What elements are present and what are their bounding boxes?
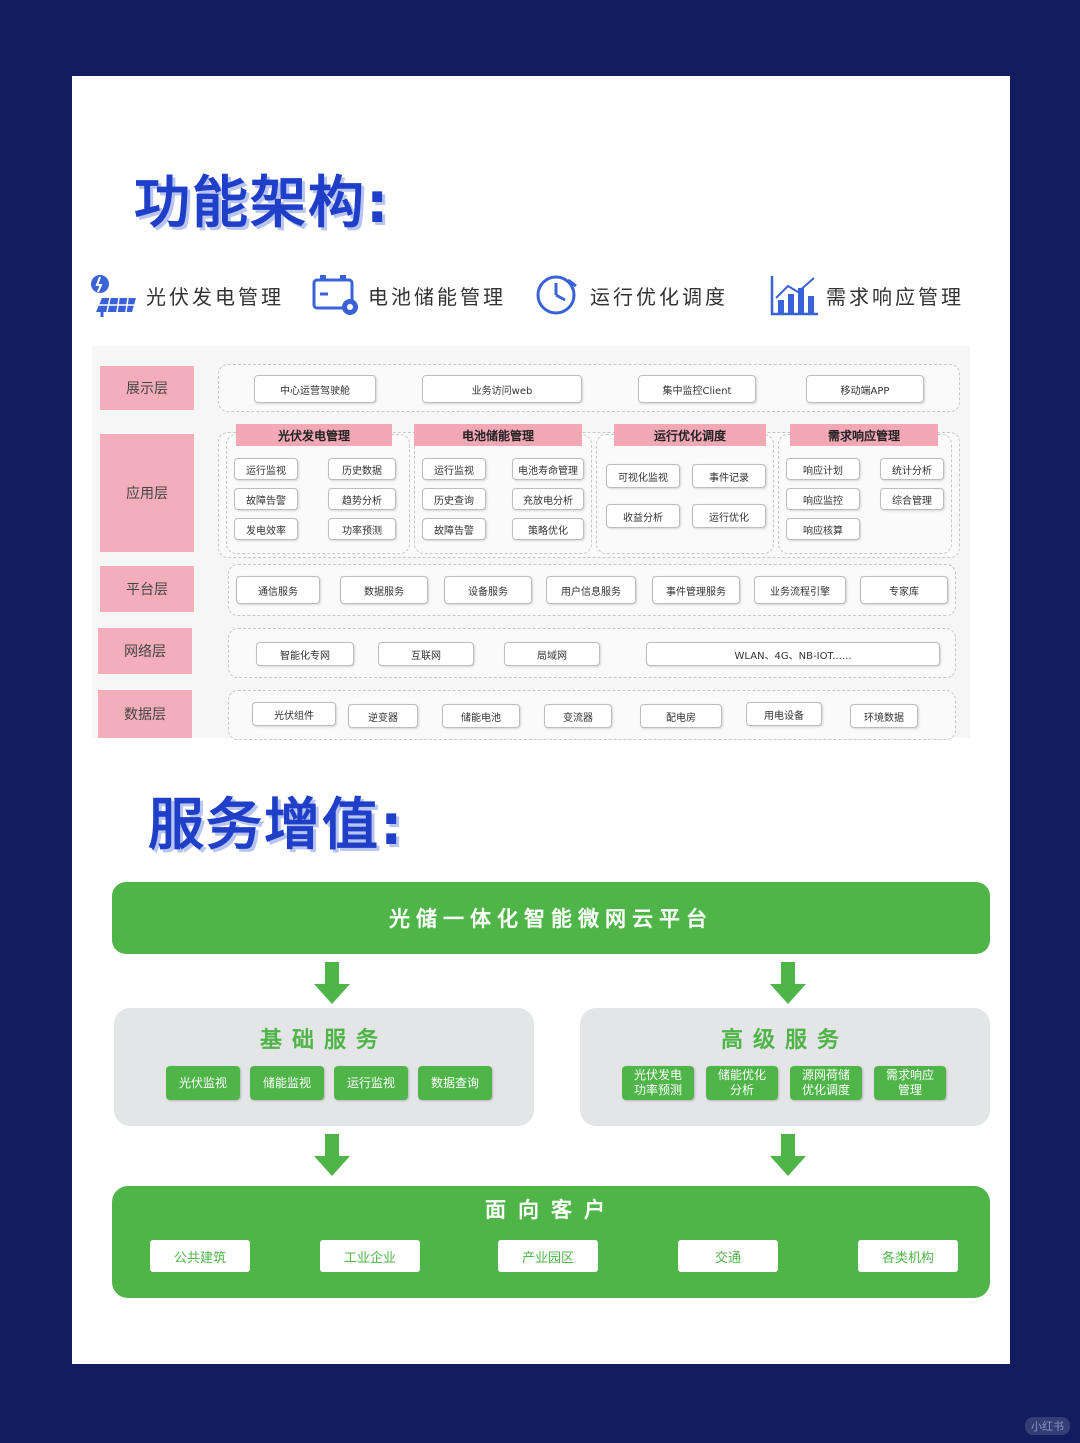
platform-item: 专家库 [860, 576, 948, 604]
app-item: 历史数据 [328, 458, 396, 480]
architecture-diagram: 展示层 应用层 平台层 网络层 数据层 中心运营驾驶舱 业务访问web 集中监控… [92, 346, 970, 740]
display-item: 中心运营驾驶舱 [254, 375, 376, 403]
feature-battery: 电池储能管理 [310, 270, 506, 320]
app-item: 收益分析 [606, 504, 680, 528]
display-item: 集中监控Client [638, 375, 756, 403]
app-item: 策略优化 [512, 518, 584, 540]
app-item: 运行监视 [234, 458, 298, 480]
function-architecture-title: 功能架构: [134, 171, 391, 236]
feature-label: 需求响应管理 [826, 284, 964, 309]
feature-label: 运行优化调度 [590, 284, 728, 309]
advanced-service-panel: 高级服务 光伏发电 功率预测 储能优化 分析 源网荷储 优化调度 需求响应 管理 [580, 1008, 990, 1126]
app-group-title: 电池储能管理 [414, 424, 582, 446]
arrow-down-icon [770, 1134, 806, 1176]
basic-service-title: 基础服务 [259, 1028, 388, 1053]
arrow-down-icon [314, 962, 350, 1004]
app-group-title: 需求响应管理 [790, 424, 938, 446]
layer-label-application: 应用层 [100, 434, 194, 552]
arrow-down-icon [314, 1134, 350, 1176]
customer-item: 交通 [678, 1240, 778, 1272]
platform-item: 通信服务 [236, 576, 320, 604]
network-item: 局域网 [504, 642, 600, 666]
data-item: 储能电池 [442, 704, 520, 728]
demand-chart-icon [770, 276, 818, 316]
advanced-service-item: 光伏发电 功率预测 [622, 1066, 694, 1100]
watermark: 小红书 [1025, 1417, 1070, 1435]
app-item: 故障告警 [234, 488, 298, 510]
app-item: 综合管理 [880, 488, 944, 510]
data-item: 用电设备 [746, 702, 822, 726]
platform-item: 事件管理服务 [652, 576, 740, 604]
service-value-title: 服务增值: [148, 793, 405, 858]
app-item: 运行监视 [422, 458, 486, 480]
customer-panel: 面向客户 公共建筑 工业企业 产业园区 交通 各类机构 [112, 1186, 990, 1298]
app-item: 功率预测 [328, 518, 396, 540]
feature-demand: 需求响应管理 [768, 270, 964, 320]
app-group-title: 运行优化调度 [614, 424, 766, 446]
network-item: 互联网 [378, 642, 474, 666]
app-item: 事件记录 [692, 464, 766, 488]
feature-solar: 光伏发电管理 [88, 270, 284, 320]
advanced-service-item: 储能优化 分析 [706, 1066, 778, 1100]
platform-item: 业务流程引擎 [754, 576, 846, 604]
advanced-service-item: 源网荷储 优化调度 [790, 1066, 862, 1100]
app-item: 充放电分析 [512, 488, 584, 510]
platform-item: 数据服务 [340, 576, 428, 604]
app-item: 可视化监视 [606, 464, 680, 488]
clock-dispatch-icon [536, 275, 577, 315]
network-item: WLAN、4G、NB-IOT...... [646, 642, 940, 666]
platform-item: 设备服务 [444, 576, 532, 604]
feature-label: 光伏发电管理 [146, 284, 284, 309]
data-item: 光伏组件 [252, 702, 336, 726]
app-item: 统计分析 [880, 458, 944, 480]
app-item: 故障告警 [422, 518, 486, 540]
app-item: 发电效率 [234, 518, 298, 540]
data-item: 配电房 [640, 704, 722, 728]
data-item: 变流器 [544, 704, 612, 728]
battery-storage-icon [312, 275, 358, 315]
customer-item: 工业企业 [320, 1240, 420, 1272]
data-item: 逆变器 [348, 704, 418, 728]
data-item: 环境数据 [850, 704, 918, 728]
display-item: 移动端APP [806, 375, 924, 403]
advanced-service-title: 高级服务 [720, 1028, 849, 1053]
layer-label-display: 展示层 [100, 366, 194, 410]
advanced-service-item: 需求响应 管理 [874, 1066, 946, 1100]
app-item: 运行优化 [692, 504, 766, 528]
layer-label-platform: 平台层 [100, 566, 194, 612]
platform-item: 用户信息服务 [546, 576, 636, 604]
network-item: 智能化专网 [256, 642, 354, 666]
solar-panel-icon [91, 275, 136, 317]
basic-service-item: 储能监视 [250, 1066, 324, 1100]
feature-label: 电池储能管理 [368, 284, 506, 309]
basic-service-item: 光伏监视 [166, 1066, 240, 1100]
layer-label-data: 数据层 [98, 690, 192, 738]
basic-service-item: 数据查询 [418, 1066, 492, 1100]
display-item: 业务访问web [422, 375, 582, 403]
basic-service-panel: 基础服务 光伏监视 储能监视 运行监视 数据查询 [114, 1008, 534, 1126]
app-group-title: 光伏发电管理 [236, 424, 392, 446]
customer-title: 面向客户 [485, 1198, 617, 1222]
customer-item: 产业园区 [498, 1240, 598, 1272]
app-item: 响应计划 [786, 458, 860, 480]
layer-label-network: 网络层 [98, 628, 192, 674]
customer-item: 各类机构 [858, 1240, 958, 1272]
app-item: 趋势分析 [328, 488, 396, 510]
content-card: 功能架构: 光伏发电管理 [72, 76, 1010, 1364]
feature-row: 光伏发电管理 电池储能管理 运行优化调度 [88, 270, 998, 320]
platform-bar: 光储一体化智能微网云平台 [112, 882, 990, 954]
app-item: 历史查询 [422, 488, 486, 510]
app-item: 响应核算 [786, 518, 860, 540]
feature-dispatch: 运行优化调度 [532, 270, 728, 320]
app-item: 响应监控 [786, 488, 860, 510]
app-group-dispatch [596, 434, 774, 554]
app-item: 电池寿命管理 [512, 458, 584, 480]
customer-item: 公共建筑 [150, 1240, 250, 1272]
basic-service-item: 运行监视 [334, 1066, 408, 1100]
arrow-down-icon [770, 962, 806, 1004]
